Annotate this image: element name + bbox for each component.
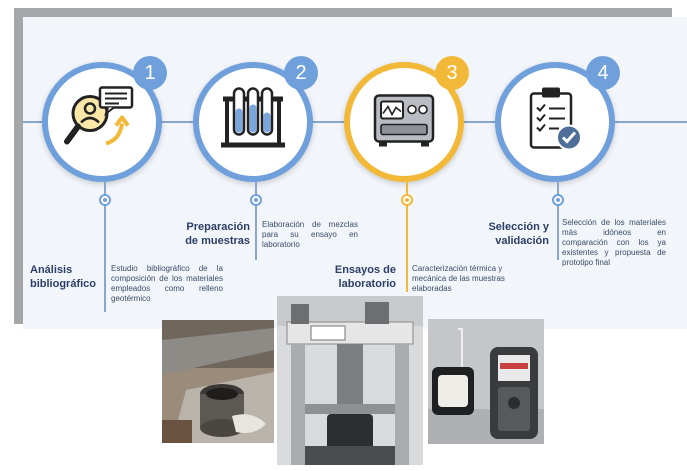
step-2-badge: 2 <box>284 56 318 90</box>
step-4-description: Selección de los materiales más idóneos … <box>562 218 666 267</box>
step-2-connector <box>255 182 257 260</box>
thermal-probe-meter-photo <box>428 319 544 444</box>
step-3-badge: 3 <box>435 56 469 90</box>
step-1-description: Estudio bibliográfico de la composición … <box>111 264 223 303</box>
research-search-icon <box>64 82 140 163</box>
step-1-connector <box>104 182 106 312</box>
step-3-connector <box>406 182 408 292</box>
sample-mold-photo <box>162 320 274 443</box>
lab-equipment-icon <box>371 90 437 155</box>
step-4-badge: 4 <box>586 56 620 90</box>
compression-press-photo <box>277 296 423 465</box>
step-2-dot <box>250 194 262 206</box>
step-2-description: Elaboración de mezclas para su ensayo en… <box>262 220 358 249</box>
step-1-title: Análisis bibliográfico <box>30 264 96 290</box>
step-3-description: Caracterización térmica y mecánica de la… <box>412 264 505 293</box>
step-2-title: Preparación de muestras <box>185 221 250 247</box>
step-3-title: Ensayos de laboratorio <box>334 264 396 290</box>
step-4-dot <box>552 194 564 206</box>
step-3-dot <box>401 194 413 206</box>
step-2-circle <box>193 62 313 182</box>
step-4-connector <box>557 182 559 260</box>
step-1-dot <box>99 194 111 206</box>
step-4-title: Selección y validación <box>488 221 549 247</box>
test-tubes-icon <box>217 85 289 160</box>
step-1-badge: 1 <box>133 56 167 90</box>
checklist-icon <box>523 84 587 161</box>
